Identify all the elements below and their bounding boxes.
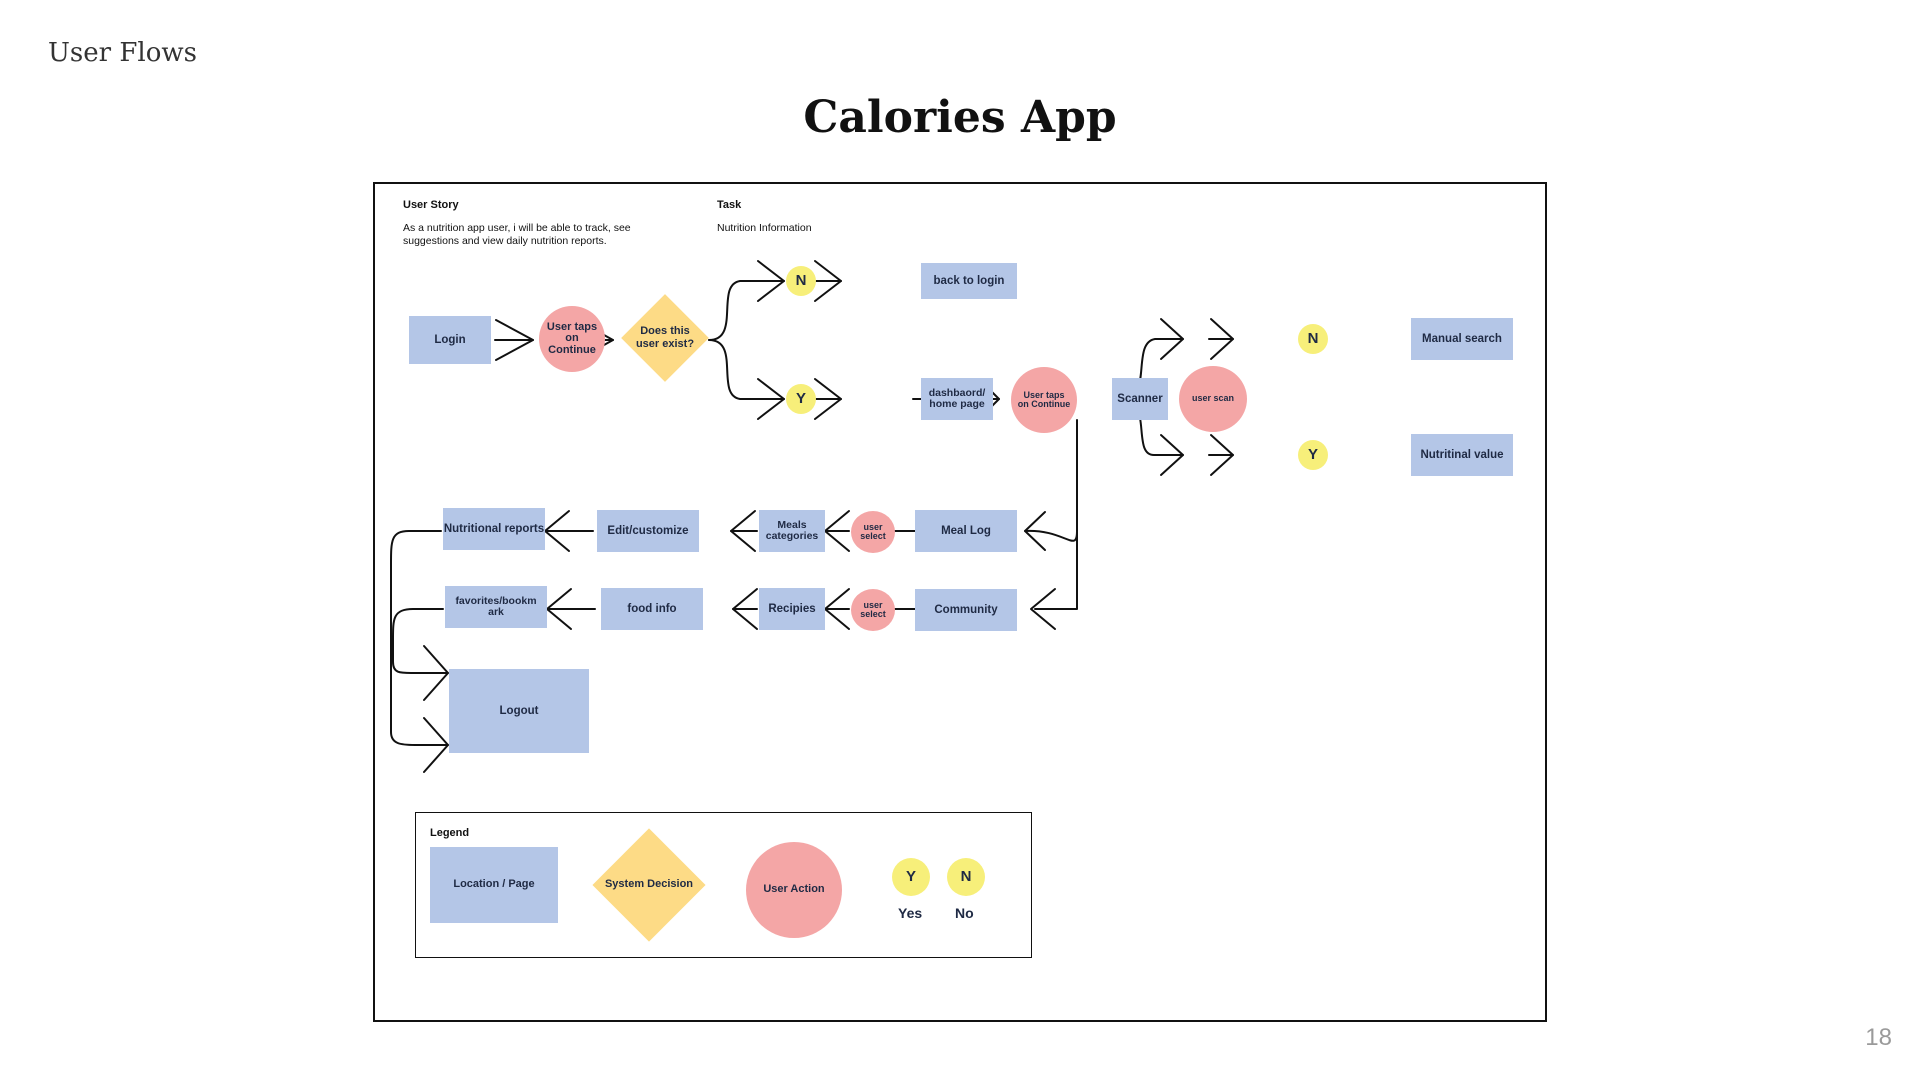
node-yes: Y [786,384,816,414]
arrowhead [730,510,756,552]
legend-decision-label: System Decision [604,878,694,891]
connector-favorites-rail [392,608,449,675]
node-no-2: N [1298,324,1328,354]
arrowhead [1160,434,1184,476]
legend-yes-label: Yes [898,905,923,921]
legend-no-label: No [955,905,974,921]
arrowhead [1160,318,1184,360]
arrowhead [544,510,570,552]
node-user-taps-continue: User taps on Continue [539,306,605,372]
connector-decision-branch-y [708,339,752,400]
node-user-taps-continue-2: User taps on Continue [1011,367,1077,433]
arrowhead [495,319,534,361]
user-story-heading: User Story [403,199,459,211]
legend-user-action: User Action [746,842,842,938]
task-text: Nutrition Information [717,222,812,234]
legend-location-page: Location / Page [430,847,558,923]
node-scanner: Scanner [1112,378,1168,420]
task-heading: Task [717,199,742,211]
node-favorites-bookmark: favorites/bookm ark [445,586,547,628]
legend-title: Legend [430,827,470,839]
arrowhead [814,378,842,420]
node-user-select-2: user select [851,589,895,631]
node-manual-search: Manual search [1411,318,1513,360]
node-user-scan: user scan [1179,366,1247,432]
flow-connectors [390,260,1234,773]
node-nutritional-value: Nutritinal value [1411,434,1513,476]
connector-to-meal-log [1024,529,1078,542]
node-nutritional-reports: Nutritional reports [443,508,545,550]
user-flow-diagram: User Story As a nutrition app user, i wi… [373,182,1547,1022]
node-recipies: Recipies [759,588,825,630]
decision-label: Does this user exist? [635,324,695,350]
arrowhead [824,510,850,552]
node-food-info: food info [601,588,703,630]
node-login: Login [409,316,491,364]
legend-no-symbol: N [947,858,985,896]
arrowhead [1210,434,1234,476]
node-does-user-exist: Does this user exist? [621,294,709,382]
node-yes-2: Y [1298,440,1328,470]
user-story-line-1: As a nutrition app user, i will be able … [403,222,631,234]
node-meal-log: Meal Log [915,510,1017,552]
arrowhead [546,588,572,630]
arrowhead [757,378,785,420]
arrowhead [814,260,842,302]
arrowhead [1030,588,1056,630]
arrowhead [423,717,449,773]
arrowhead [1024,511,1046,551]
arrowhead [423,645,449,701]
node-user-select: user select [851,511,895,553]
node-back-to-login: back to login [921,263,1017,299]
node-edit-customize: Edit/customize [597,510,699,552]
legend: Legend Location / Page System Decision U… [415,812,1032,958]
legend-system-decision: System Decision [592,828,706,942]
page-title: Calories App [803,92,1117,143]
node-meals-categories: Meals categories [759,510,825,552]
node-community: Community [915,589,1017,631]
node-logout: Logout [449,669,589,753]
user-story-line-2: suggestions and view daily nutrition rep… [403,235,607,247]
connector-reports-rail [390,530,449,746]
node-dashboard-home-page: dashbaord/ home page [921,378,993,420]
arrowhead [757,260,785,302]
arrowhead [1210,318,1234,360]
connector-decision-branch-n [708,280,752,341]
connector-tap-down [1034,419,1078,610]
node-no: N [786,266,816,296]
arrowhead [824,588,850,630]
section-title: User Flows [48,38,197,68]
page-number: 18 [1865,1024,1892,1051]
legend-yes-symbol: Y [892,858,930,896]
arrowhead [732,588,758,630]
